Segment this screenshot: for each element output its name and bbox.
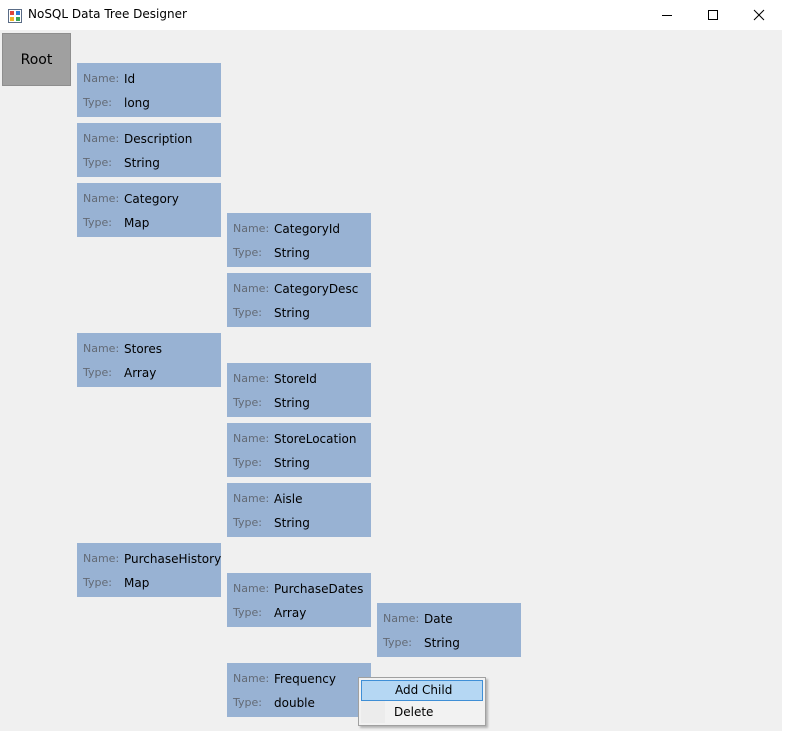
type-label: Type: bbox=[83, 576, 112, 589]
node-type: String bbox=[274, 396, 310, 410]
type-label: Type: bbox=[233, 396, 262, 409]
name-label: Name: bbox=[233, 492, 270, 505]
type-label: Type: bbox=[83, 96, 112, 109]
type-label: Type: bbox=[233, 246, 262, 259]
root-label: Root bbox=[20, 51, 53, 68]
node-name: Stores bbox=[124, 342, 162, 356]
node-name: PurchaseHistory bbox=[124, 552, 222, 566]
type-label: Type: bbox=[233, 306, 262, 319]
maximize-button[interactable] bbox=[690, 0, 736, 30]
node-name: StoreLocation bbox=[274, 432, 357, 446]
node-name: Category bbox=[124, 192, 179, 206]
node-type: double bbox=[274, 696, 315, 710]
node-type: String bbox=[274, 516, 310, 530]
name-label: Name: bbox=[383, 612, 420, 625]
node-type: String bbox=[424, 636, 460, 650]
name-label: Name: bbox=[233, 672, 270, 685]
type-label: Type: bbox=[233, 456, 262, 469]
node-name: CategoryDesc bbox=[274, 282, 359, 296]
app-icon bbox=[8, 8, 22, 23]
type-label: Type: bbox=[83, 156, 112, 169]
node-aisle[interactable]: Name: Aisle Type: String bbox=[227, 483, 371, 537]
minimize-icon bbox=[661, 9, 673, 21]
node-categorydesc[interactable]: Name: CategoryDesc Type: String bbox=[227, 273, 371, 327]
minimize-button[interactable] bbox=[644, 0, 690, 30]
name-label: Name: bbox=[233, 372, 270, 385]
name-label: Name: bbox=[83, 72, 120, 85]
name-label: Name: bbox=[233, 222, 270, 235]
name-label: Name: bbox=[83, 552, 120, 565]
name-label: Name: bbox=[233, 582, 270, 595]
node-type: String bbox=[274, 306, 310, 320]
menu-item-delete[interactable]: Delete bbox=[394, 705, 434, 719]
name-label: Name: bbox=[83, 192, 120, 205]
node-type: Map bbox=[124, 576, 150, 590]
node-id[interactable]: Name: Id Type: long bbox=[77, 63, 221, 117]
close-icon bbox=[753, 9, 765, 21]
node-type: String bbox=[124, 156, 160, 170]
title-bar[interactable]: NoSQL Data Tree Designer bbox=[0, 0, 785, 30]
node-name: Aisle bbox=[274, 492, 303, 506]
node-name: Description bbox=[124, 132, 193, 146]
name-label: Name: bbox=[233, 432, 270, 445]
maximize-icon bbox=[707, 9, 719, 21]
name-label: Name: bbox=[83, 132, 120, 145]
node-name: CategoryId bbox=[274, 222, 340, 236]
menu-item-add-child[interactable]: Add Child bbox=[361, 680, 483, 701]
node-categoryid[interactable]: Name: CategoryId Type: String bbox=[227, 213, 371, 267]
node-type: Map bbox=[124, 216, 150, 230]
node-storelocation[interactable]: Name: StoreLocation Type: String bbox=[227, 423, 371, 477]
node-type: String bbox=[274, 246, 310, 260]
node-name: PurchaseDates bbox=[274, 582, 364, 596]
node-frequency[interactable]: Name: Frequency Type: double bbox=[227, 663, 371, 717]
node-type: long bbox=[124, 96, 150, 110]
node-name: Date bbox=[424, 612, 453, 626]
root-node[interactable]: Root bbox=[2, 33, 71, 86]
tree-canvas: Root Name: Id Type: long Name: Description … bbox=[0, 30, 785, 731]
node-date[interactable]: Name: Date Type: String bbox=[377, 603, 521, 657]
node-name: Frequency bbox=[274, 672, 336, 686]
node-stores[interactable]: Name: Stores Type: Array bbox=[77, 333, 221, 387]
name-label: Name: bbox=[83, 342, 120, 355]
name-label: Name: bbox=[233, 282, 270, 295]
window-title: NoSQL Data Tree Designer bbox=[28, 7, 187, 21]
close-button[interactable] bbox=[736, 0, 782, 30]
node-purchasedates[interactable]: Name: PurchaseDates Type: Array bbox=[227, 573, 371, 627]
node-name: StoreId bbox=[274, 372, 317, 386]
context-menu: Add Child Delete bbox=[358, 677, 486, 726]
type-label: Type: bbox=[83, 366, 112, 379]
scrollbar-edge bbox=[782, 30, 785, 731]
node-storeid[interactable]: Name: StoreId Type: String bbox=[227, 363, 371, 417]
node-description[interactable]: Name: Description Type: String bbox=[77, 123, 221, 177]
type-label: Type: bbox=[83, 216, 112, 229]
node-purchasehistory[interactable]: Name: PurchaseHistory Type: Map bbox=[77, 543, 221, 597]
node-type: Array bbox=[124, 366, 157, 380]
type-label: Type: bbox=[383, 636, 412, 649]
type-label: Type: bbox=[233, 696, 262, 709]
node-type: String bbox=[274, 456, 310, 470]
node-category[interactable]: Name: Category Type: Map bbox=[77, 183, 221, 237]
type-label: Type: bbox=[233, 606, 262, 619]
node-type: Array bbox=[274, 606, 307, 620]
type-label: Type: bbox=[233, 516, 262, 529]
node-name: Id bbox=[124, 72, 136, 86]
